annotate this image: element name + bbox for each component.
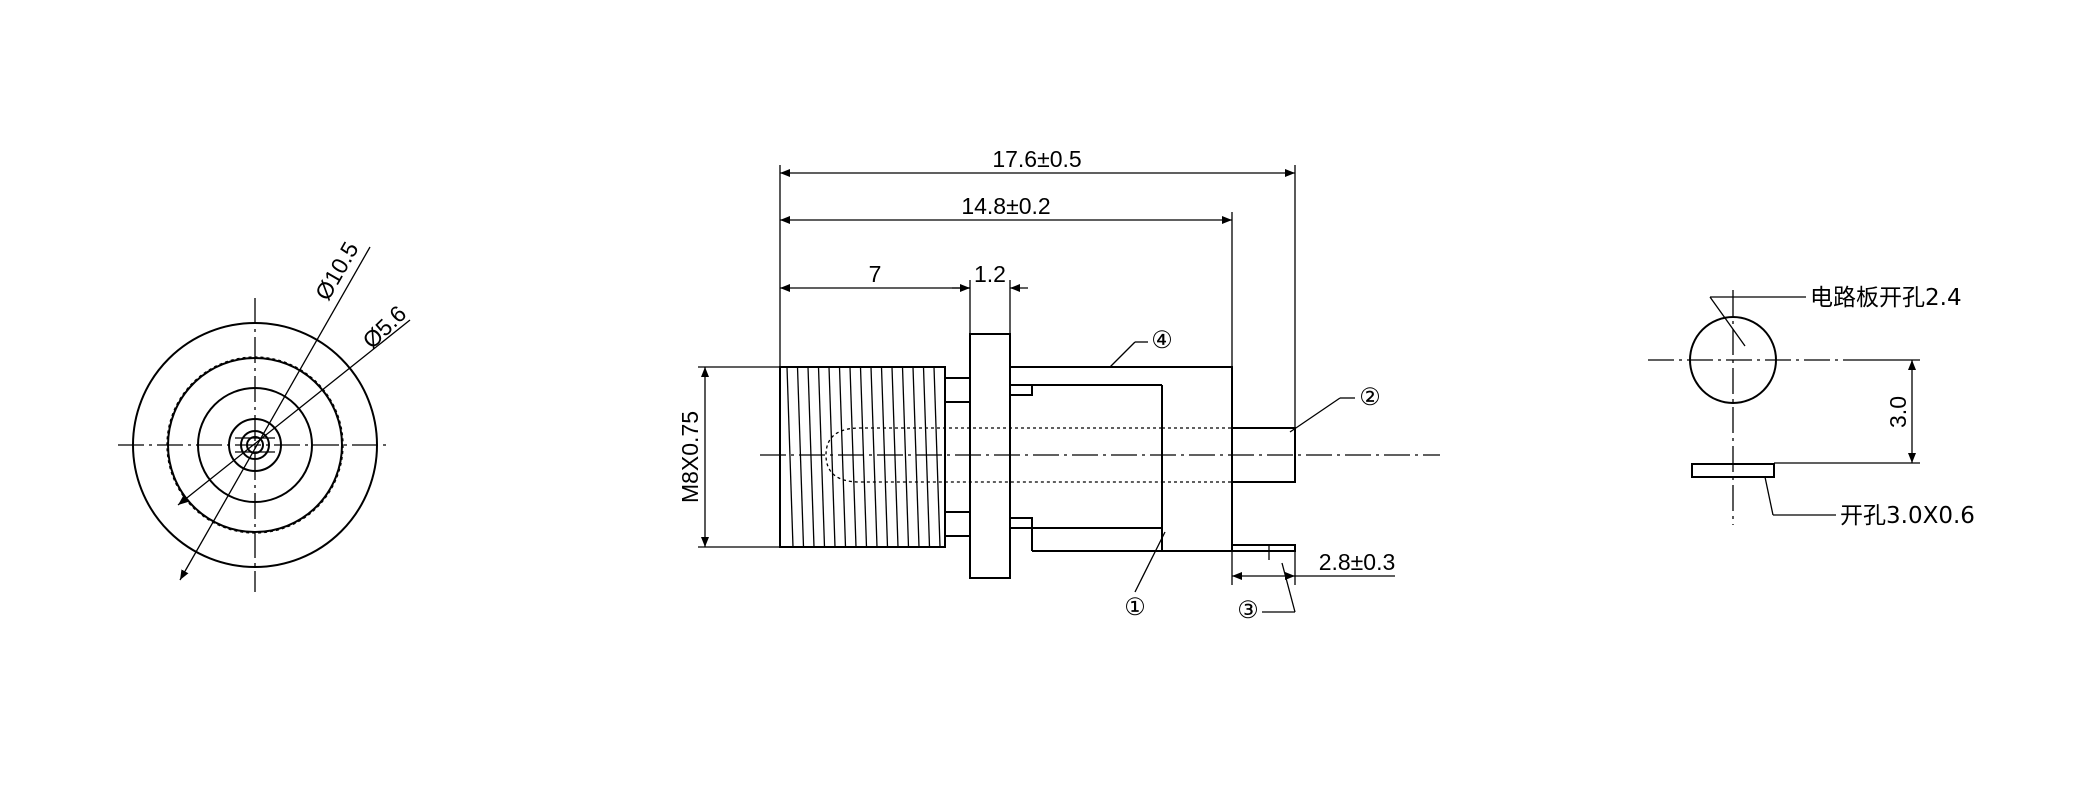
thread-shoulder-top: [944, 377, 971, 403]
outer-diameter-leader: [179, 246, 371, 581]
pcb-round-hole-label: 电路板开孔2.4: [1810, 285, 1962, 311]
pcb-slot-hole: [1691, 463, 1775, 478]
socket-outer-circle: [197, 387, 313, 503]
pin-core-circle: [246, 436, 264, 454]
thread-line: [817, 366, 826, 548]
front-view: Ø10.5 Ø5.6: [118, 237, 411, 592]
thread-line: [933, 366, 941, 548]
thread-line: [828, 366, 836, 548]
dim-flange-thickness: 1.2: [974, 261, 1006, 287]
pcb-slot-hole-label: 开孔3.0X0.6: [1840, 503, 1975, 529]
pcb-slot-leader: [1764, 476, 1774, 516]
tab-bottom: [1009, 517, 1033, 529]
terminal: [1232, 544, 1296, 552]
thread-line: [901, 366, 910, 548]
thread-line: [796, 366, 805, 548]
callout-4-leader: [1109, 341, 1136, 368]
thread-line: [880, 366, 889, 548]
dim-body-length: 14.8±0.2: [961, 193, 1050, 219]
flange: [969, 333, 1011, 579]
side-view: 17.6±0.5 14.8±0.2 7 1.2 M8X0.75 2.8±0.3 …: [677, 146, 1440, 624]
thread-line: [870, 366, 878, 548]
thread-pattern: [786, 366, 941, 548]
main-body-outline: [1010, 366, 1233, 552]
pcb-round-leader: [1709, 296, 1746, 347]
pcb-round-hole: [1689, 316, 1777, 404]
callout-1: ①: [1124, 593, 1146, 621]
dim-total-length: 17.6±0.5: [992, 146, 1081, 172]
dim-thread-length: 7: [869, 261, 882, 287]
inner-diameter-label: Ø5.6: [357, 300, 411, 353]
callout-1-leader: [1134, 531, 1166, 593]
thread-shoulder-bottom: [944, 511, 971, 537]
thread-line: [807, 366, 815, 548]
thread-line: [891, 366, 899, 548]
thread-circle: [167, 357, 343, 533]
callout-3-leader-diag: [1281, 562, 1296, 613]
thread-line: [786, 366, 794, 548]
dim-thread-spec: M8X0.75: [677, 411, 703, 503]
thread-line: [859, 366, 868, 548]
tab-top: [1009, 384, 1033, 396]
inner-diameter-leader: [177, 319, 411, 506]
pcb-hole-spacing: 3.0: [1885, 396, 1911, 428]
socket-inner-circle: [228, 418, 282, 472]
pin-circle: [240, 430, 270, 460]
thread-line: [912, 366, 920, 548]
center-pin: [1232, 427, 1296, 483]
pcb-hole-view: 3.0 电路板开孔2.4 开孔3.0X0.6: [1648, 285, 1975, 529]
hidden-bore: [825, 427, 1162, 483]
thread-line: [922, 366, 931, 548]
callout-2: ②: [1359, 383, 1381, 411]
outer-diameter-label: Ø10.5: [310, 237, 364, 304]
thread-body: [779, 366, 946, 548]
dim-terminal-width: 2.8±0.3: [1319, 549, 1396, 575]
callout-2-leader: [1289, 397, 1341, 433]
thread-line: [849, 366, 857, 548]
thread-line: [838, 366, 847, 548]
callout-3: ③: [1237, 596, 1259, 624]
callout-4: ④: [1151, 326, 1173, 354]
outer-circle: [132, 322, 378, 568]
